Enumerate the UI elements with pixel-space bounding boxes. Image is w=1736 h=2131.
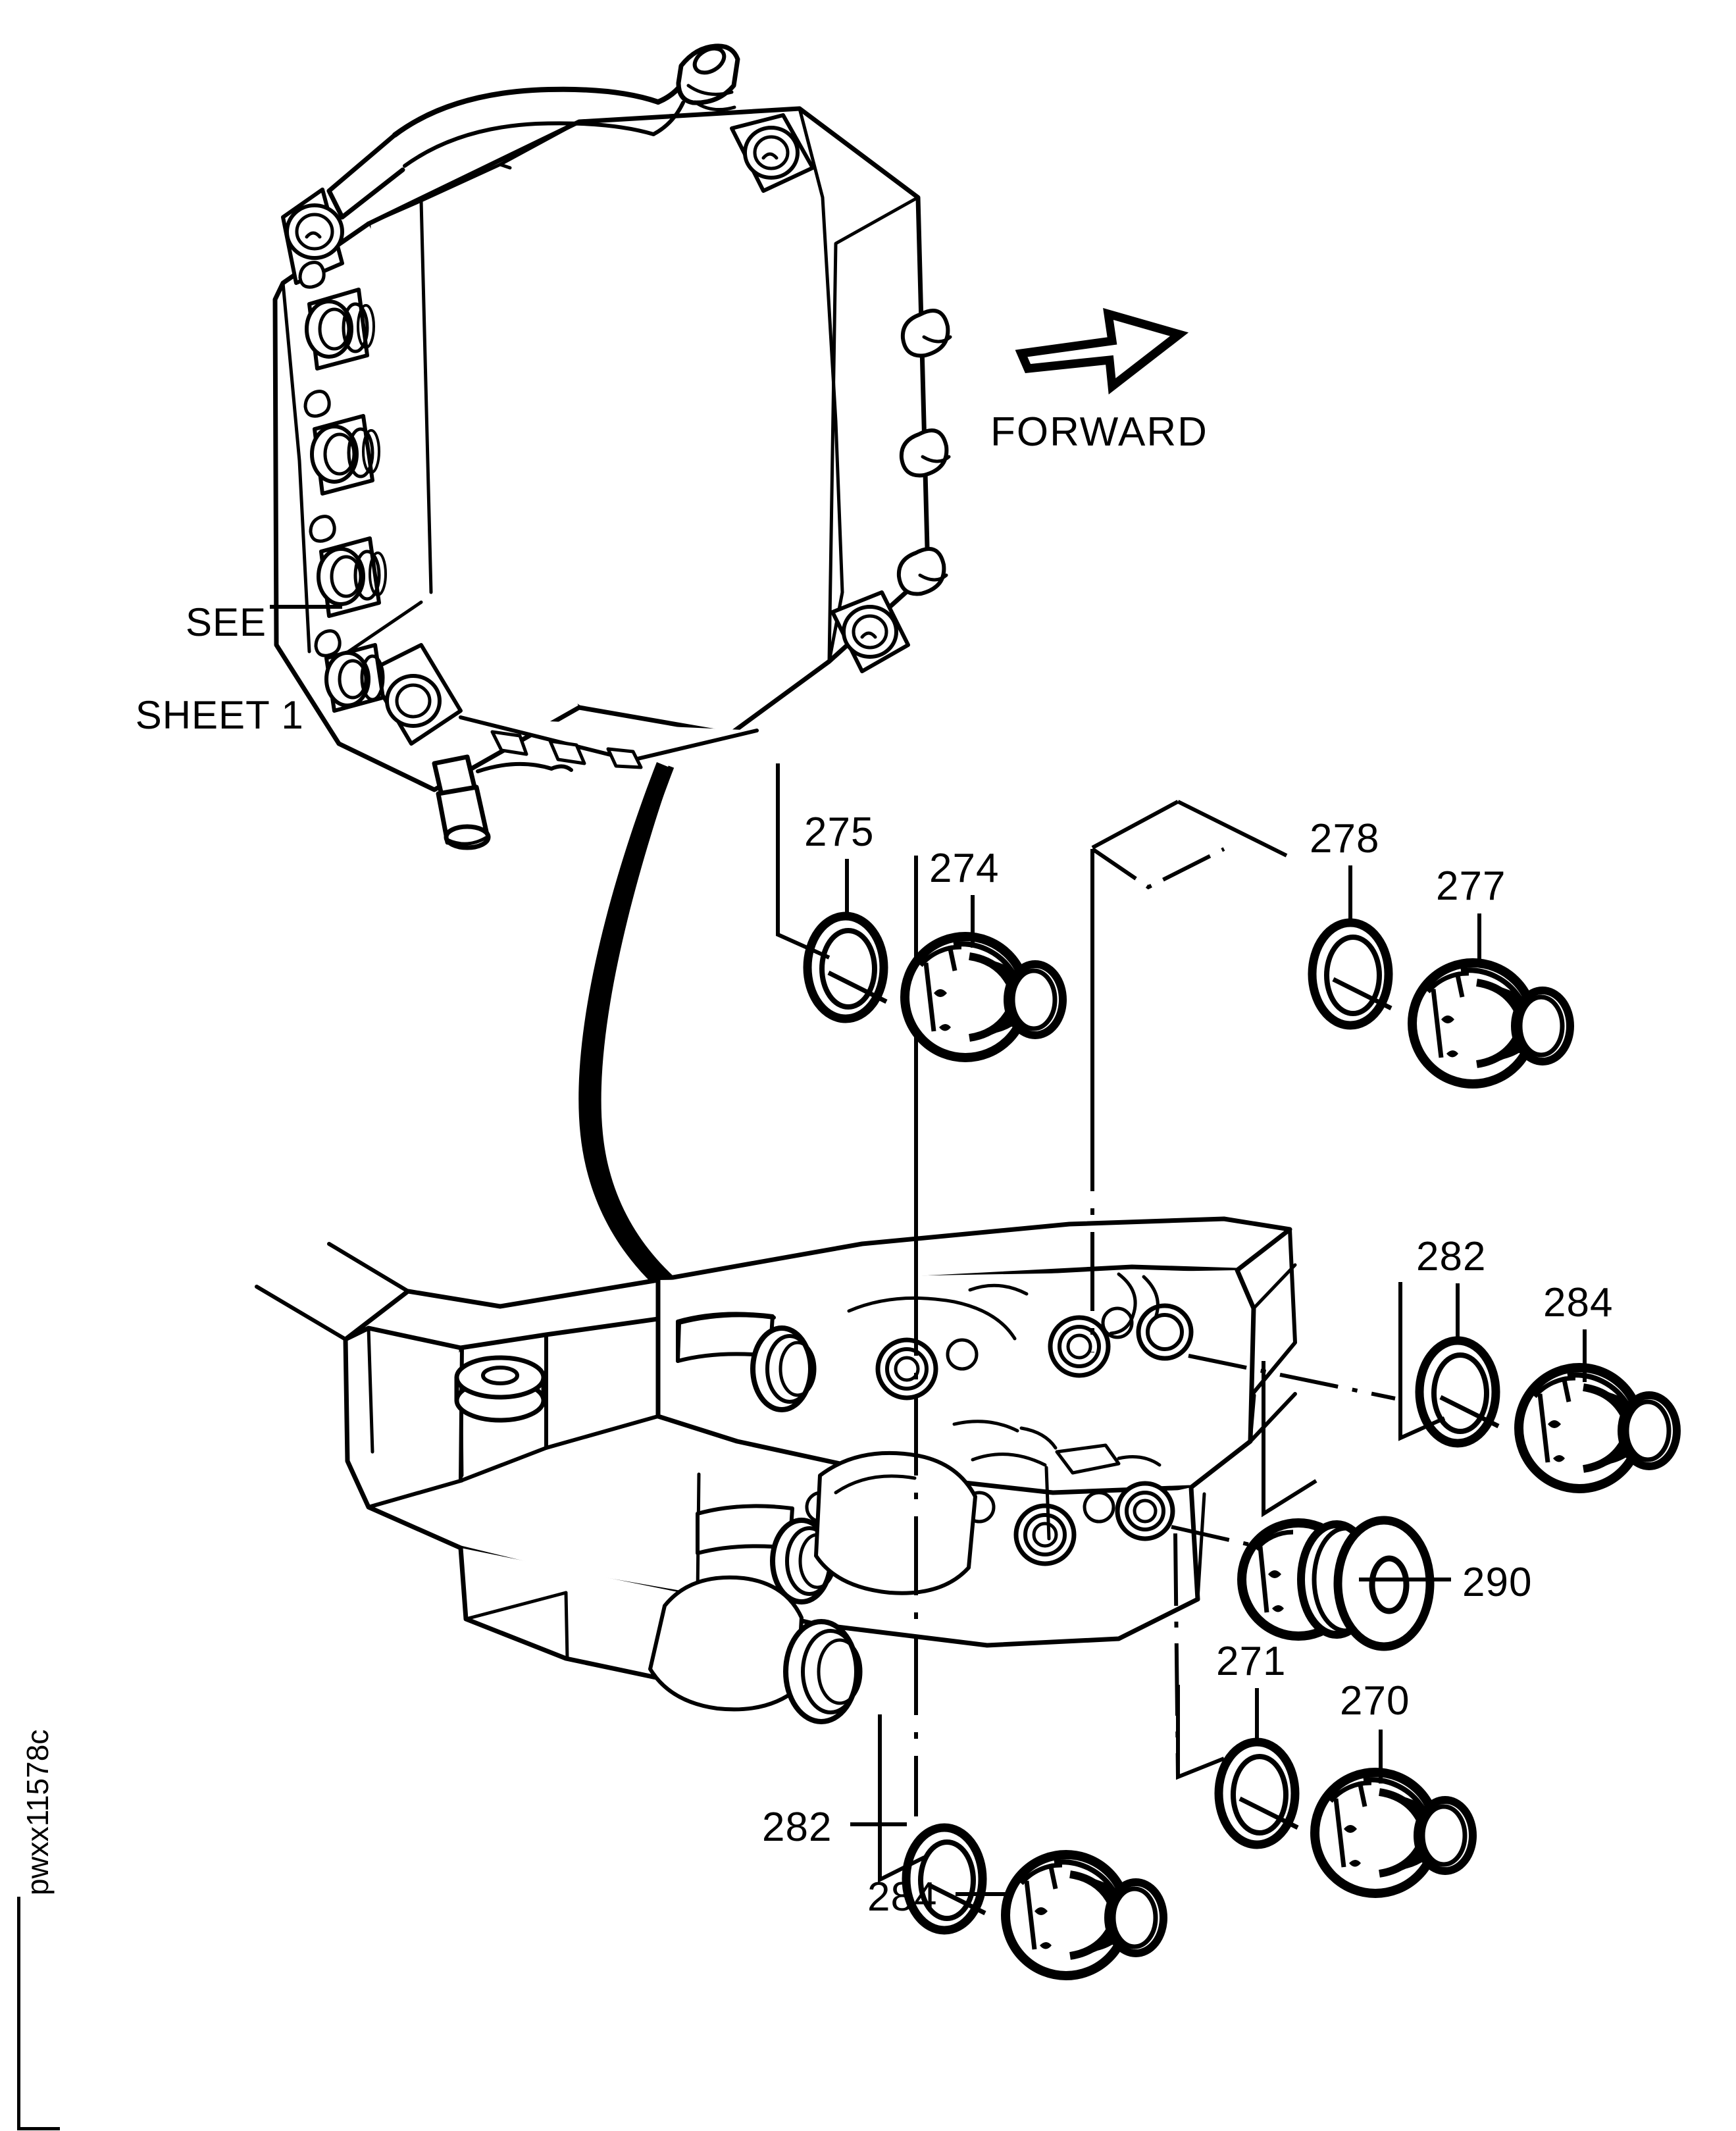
drawing-id: pwxx11578c — [20, 1729, 55, 1895]
callout-290: 290 — [1462, 1560, 1533, 1605]
seal-ring-278 — [1312, 923, 1391, 1025]
see-sheet-line1: SEE — [185, 600, 267, 644]
seal-ring-282-upper — [1419, 1341, 1498, 1443]
plug-fitting-274 — [905, 937, 1063, 1058]
see-sheet-line2: SHEET 1 — [135, 693, 304, 738]
see-sheet-note: SEE SHEET 1 — [89, 553, 303, 786]
callout-278: 278 — [1310, 816, 1380, 861]
plug-fitting-277 — [1412, 963, 1570, 1084]
callout-274: 274 — [929, 846, 1000, 891]
seal-ring-275 — [807, 916, 886, 1019]
callout-282-lower: 282 — [762, 1805, 832, 1850]
seal-ring-271 — [1219, 1742, 1298, 1845]
callout-leader-lines — [845, 859, 1587, 1896]
callout-284-upper: 284 — [1543, 1280, 1614, 1325]
block-arrow-right-icon — [1015, 307, 1189, 395]
upper-housing-assembly — [272, 43, 952, 850]
assembly-dash-dot-lines — [914, 800, 1396, 1816]
callout-275: 275 — [804, 809, 875, 855]
plug-fitting-284-upper — [1519, 1368, 1677, 1489]
forward-label: FORWARD — [990, 409, 1208, 455]
plug-fitting-284-lower — [1006, 1855, 1163, 1976]
callout-277: 277 — [1436, 863, 1506, 909]
callout-284-lower: 284 — [867, 1874, 938, 1920]
callout-282-upper: 282 — [1416, 1234, 1487, 1279]
callout-270: 270 — [1340, 1678, 1410, 1724]
curved-rotation-arrow-icon — [578, 762, 741, 1337]
drawing-id-corner-bracket — [17, 1897, 60, 2130]
callout-271: 271 — [1216, 1639, 1287, 1684]
lower-bracket-manifold-assembly — [255, 1216, 1297, 1724]
cap-plug-290 — [1242, 1520, 1430, 1647]
plug-fitting-270 — [1315, 1772, 1473, 1893]
